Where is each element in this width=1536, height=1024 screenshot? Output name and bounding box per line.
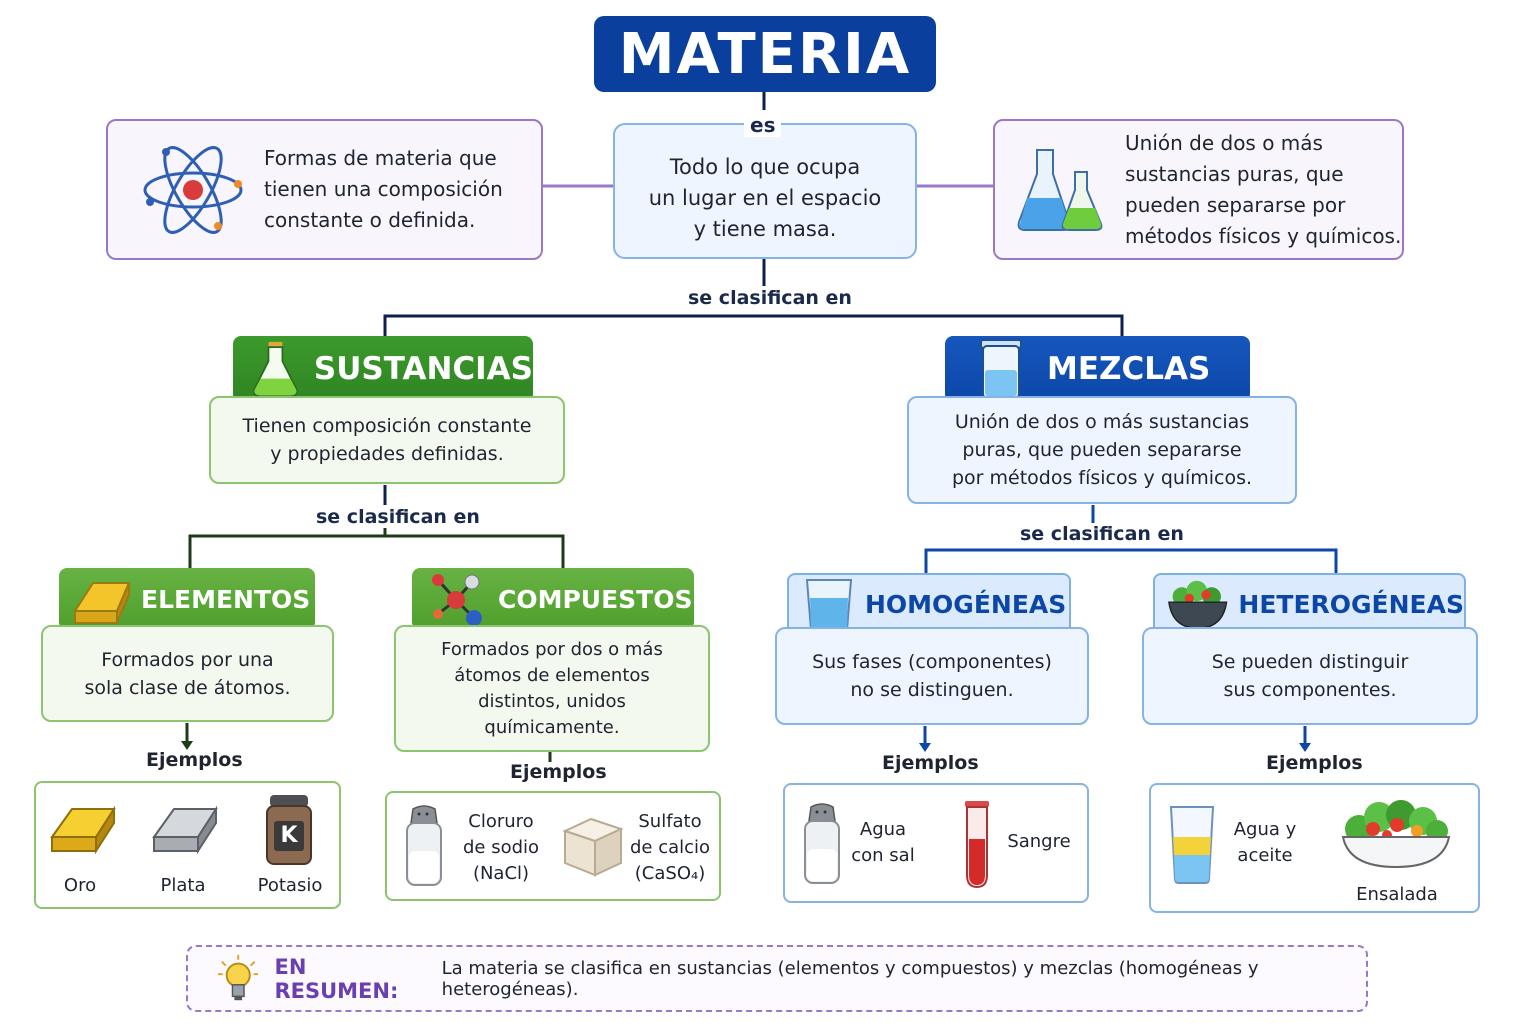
definition-line: y tiene masa. (693, 216, 837, 241)
elementos-examples-label: Ejemplos (146, 749, 243, 771)
lightbulb-icon (218, 954, 259, 1000)
desc-line: sola clase de átomos. (84, 676, 291, 699)
example-line: Sulfato (638, 811, 702, 832)
note-line: Unión de dos o más (1125, 130, 1323, 155)
heterogeneas-desc: Se pueden distinguir sus componentes. (1142, 627, 1478, 725)
elementos-desc: Formados por una sola clase de átomos. (41, 625, 334, 722)
flasks-icon (1017, 148, 1103, 231)
mezclas-connector: se clasifican en (1014, 523, 1190, 545)
heterogeneas-examples-box: Agua y aceite Ensalada (1149, 783, 1480, 913)
example-line: de sodio (462, 837, 540, 858)
example-line: de calcio (629, 837, 711, 858)
example-line: (CaSO₄) (634, 863, 706, 884)
definition-box: Todo lo que ocupa un lugar en el espacio… (613, 123, 917, 259)
desc-line: químicamente. (484, 716, 620, 738)
water-glass-icon (805, 579, 853, 633)
homogeneas-desc: Sus fases (componentes) no se distinguen… (775, 627, 1089, 725)
desc-line: sus componentes. (1223, 679, 1397, 701)
salt-shaker-icon (406, 805, 442, 886)
page-title: MATERIA (594, 16, 936, 92)
summary-heading: EN RESUMEN: (274, 954, 399, 1003)
note-line: métodos físicos y químicos. (1125, 223, 1402, 248)
compuestos-examples-box: Cloruro de sodio (NaCl) Sulfato de calci… (385, 791, 721, 901)
compuestos-examples-label: Ejemplos (510, 761, 607, 783)
note-line: tienen una composición (264, 177, 503, 201)
desc-line: y propiedades definidas. (270, 443, 504, 465)
mezclas-title: MEZCLAS (1047, 351, 1211, 387)
gold-bar-icon (50, 805, 116, 855)
homogeneas-title: HOMOGÉNEAS (865, 589, 1067, 619)
elementos-header: ELEMENTOS (59, 568, 315, 630)
salad-bowl-icon (1168, 580, 1228, 629)
example-line: Agua y (1233, 819, 1297, 840)
compuestos-header: COMPUESTOS (412, 568, 694, 630)
salad-bowl-icon (1341, 800, 1451, 869)
compuestos-title: COMPUESTOS (498, 584, 693, 614)
green-flask-icon (253, 341, 298, 397)
homogeneas-examples-label: Ejemplos (882, 752, 979, 774)
example-potasio: Potasio (257, 875, 323, 896)
desc-line: Tienen composición constante (242, 415, 532, 437)
desc-line: Formados por una (101, 648, 274, 671)
potassium-jar-icon: K (266, 795, 312, 865)
desc-line: Formados por dos o más (441, 638, 663, 660)
desc-line: distintos, unidos (478, 690, 626, 712)
sustancias-title: SUSTANCIAS (313, 351, 533, 387)
example-line: con sal (851, 845, 915, 866)
mezclas-header: MEZCLAS (945, 336, 1250, 402)
heterogeneas-header: HETEROGÉNEAS (1153, 573, 1466, 635)
desc-line: átomos de elementos (454, 664, 650, 686)
example-line: aceite (1237, 845, 1293, 866)
note-line: constante o definida. (264, 208, 476, 232)
desc-line: Unión de dos o más sustancias (954, 411, 1250, 433)
blood-test-tube-icon (965, 801, 989, 889)
example-line: Agua (859, 819, 907, 840)
atom-icon (143, 145, 243, 234)
example-sangre: Sangre (1007, 831, 1071, 852)
desc-line: puras, que pueden separarse (962, 439, 1242, 461)
gold-bar-icon (73, 582, 131, 624)
summary-box: EN RESUMEN: La materia se clasifica en s… (186, 945, 1368, 1012)
sustancias-connector: se clasifican en (310, 506, 486, 528)
desc-line: por métodos físicos y químicos. (951, 467, 1253, 489)
potassium-symbol: K (274, 821, 304, 851)
molecule-icon (432, 574, 482, 626)
sustancias-desc: Tienen composición constante y propiedad… (209, 396, 565, 484)
summary-text: La materia se clasifica en sustancias (e… (441, 957, 1259, 1000)
elementos-title: ELEMENTOS (141, 584, 311, 614)
desc-line: Se pueden distinguir (1211, 651, 1409, 673)
desc-line: Sus fases (componentes) (812, 651, 1052, 673)
connector-es: es (744, 113, 782, 137)
silver-bar-icon (152, 805, 218, 855)
homogeneas-header: HOMOGÉNEAS (787, 573, 1071, 635)
mezclas-desc: Unión de dos o más sustancias puras, que… (907, 396, 1297, 504)
definition-line: un lugar en el espacio (648, 185, 882, 210)
example-line: (NaCl) (472, 863, 530, 884)
note-line: pueden separarse por (1125, 192, 1346, 217)
example-ensalada: Ensalada (1356, 884, 1438, 905)
beaker-icon (980, 339, 1022, 399)
note-line: sustancias puras, que (1125, 161, 1344, 186)
salt-shaker-icon (804, 803, 840, 884)
mixtures-note-box: Unión de dos o más sustancias puras, que… (993, 119, 1404, 260)
compuestos-desc: Formados por dos o más átomos de element… (394, 625, 710, 752)
heterogeneas-examples-label: Ejemplos (1266, 752, 1363, 774)
note-line: Formas de materia que (264, 146, 497, 170)
connector-clasifican: se clasifican en (682, 287, 858, 309)
calcium-sulfate-block-icon (562, 817, 624, 877)
homogeneas-examples-box: Agua con sal Sangre (783, 783, 1089, 903)
elementos-examples-box: K Oro Plata Potasio (34, 781, 341, 909)
sustancias-header: SUSTANCIAS (233, 336, 533, 402)
definition-line: Todo lo que ocupa (669, 154, 861, 179)
example-line: Cloruro (468, 811, 534, 832)
heterogeneas-title: HETEROGÉNEAS (1238, 589, 1464, 619)
desc-line: no se distinguen. (850, 679, 1014, 701)
example-oro: Oro (63, 875, 97, 896)
example-plata: Plata (160, 875, 206, 896)
oil-water-glass-icon (1169, 806, 1215, 884)
substances-note-box: Formas de materia que tienen una composi… (106, 119, 543, 260)
